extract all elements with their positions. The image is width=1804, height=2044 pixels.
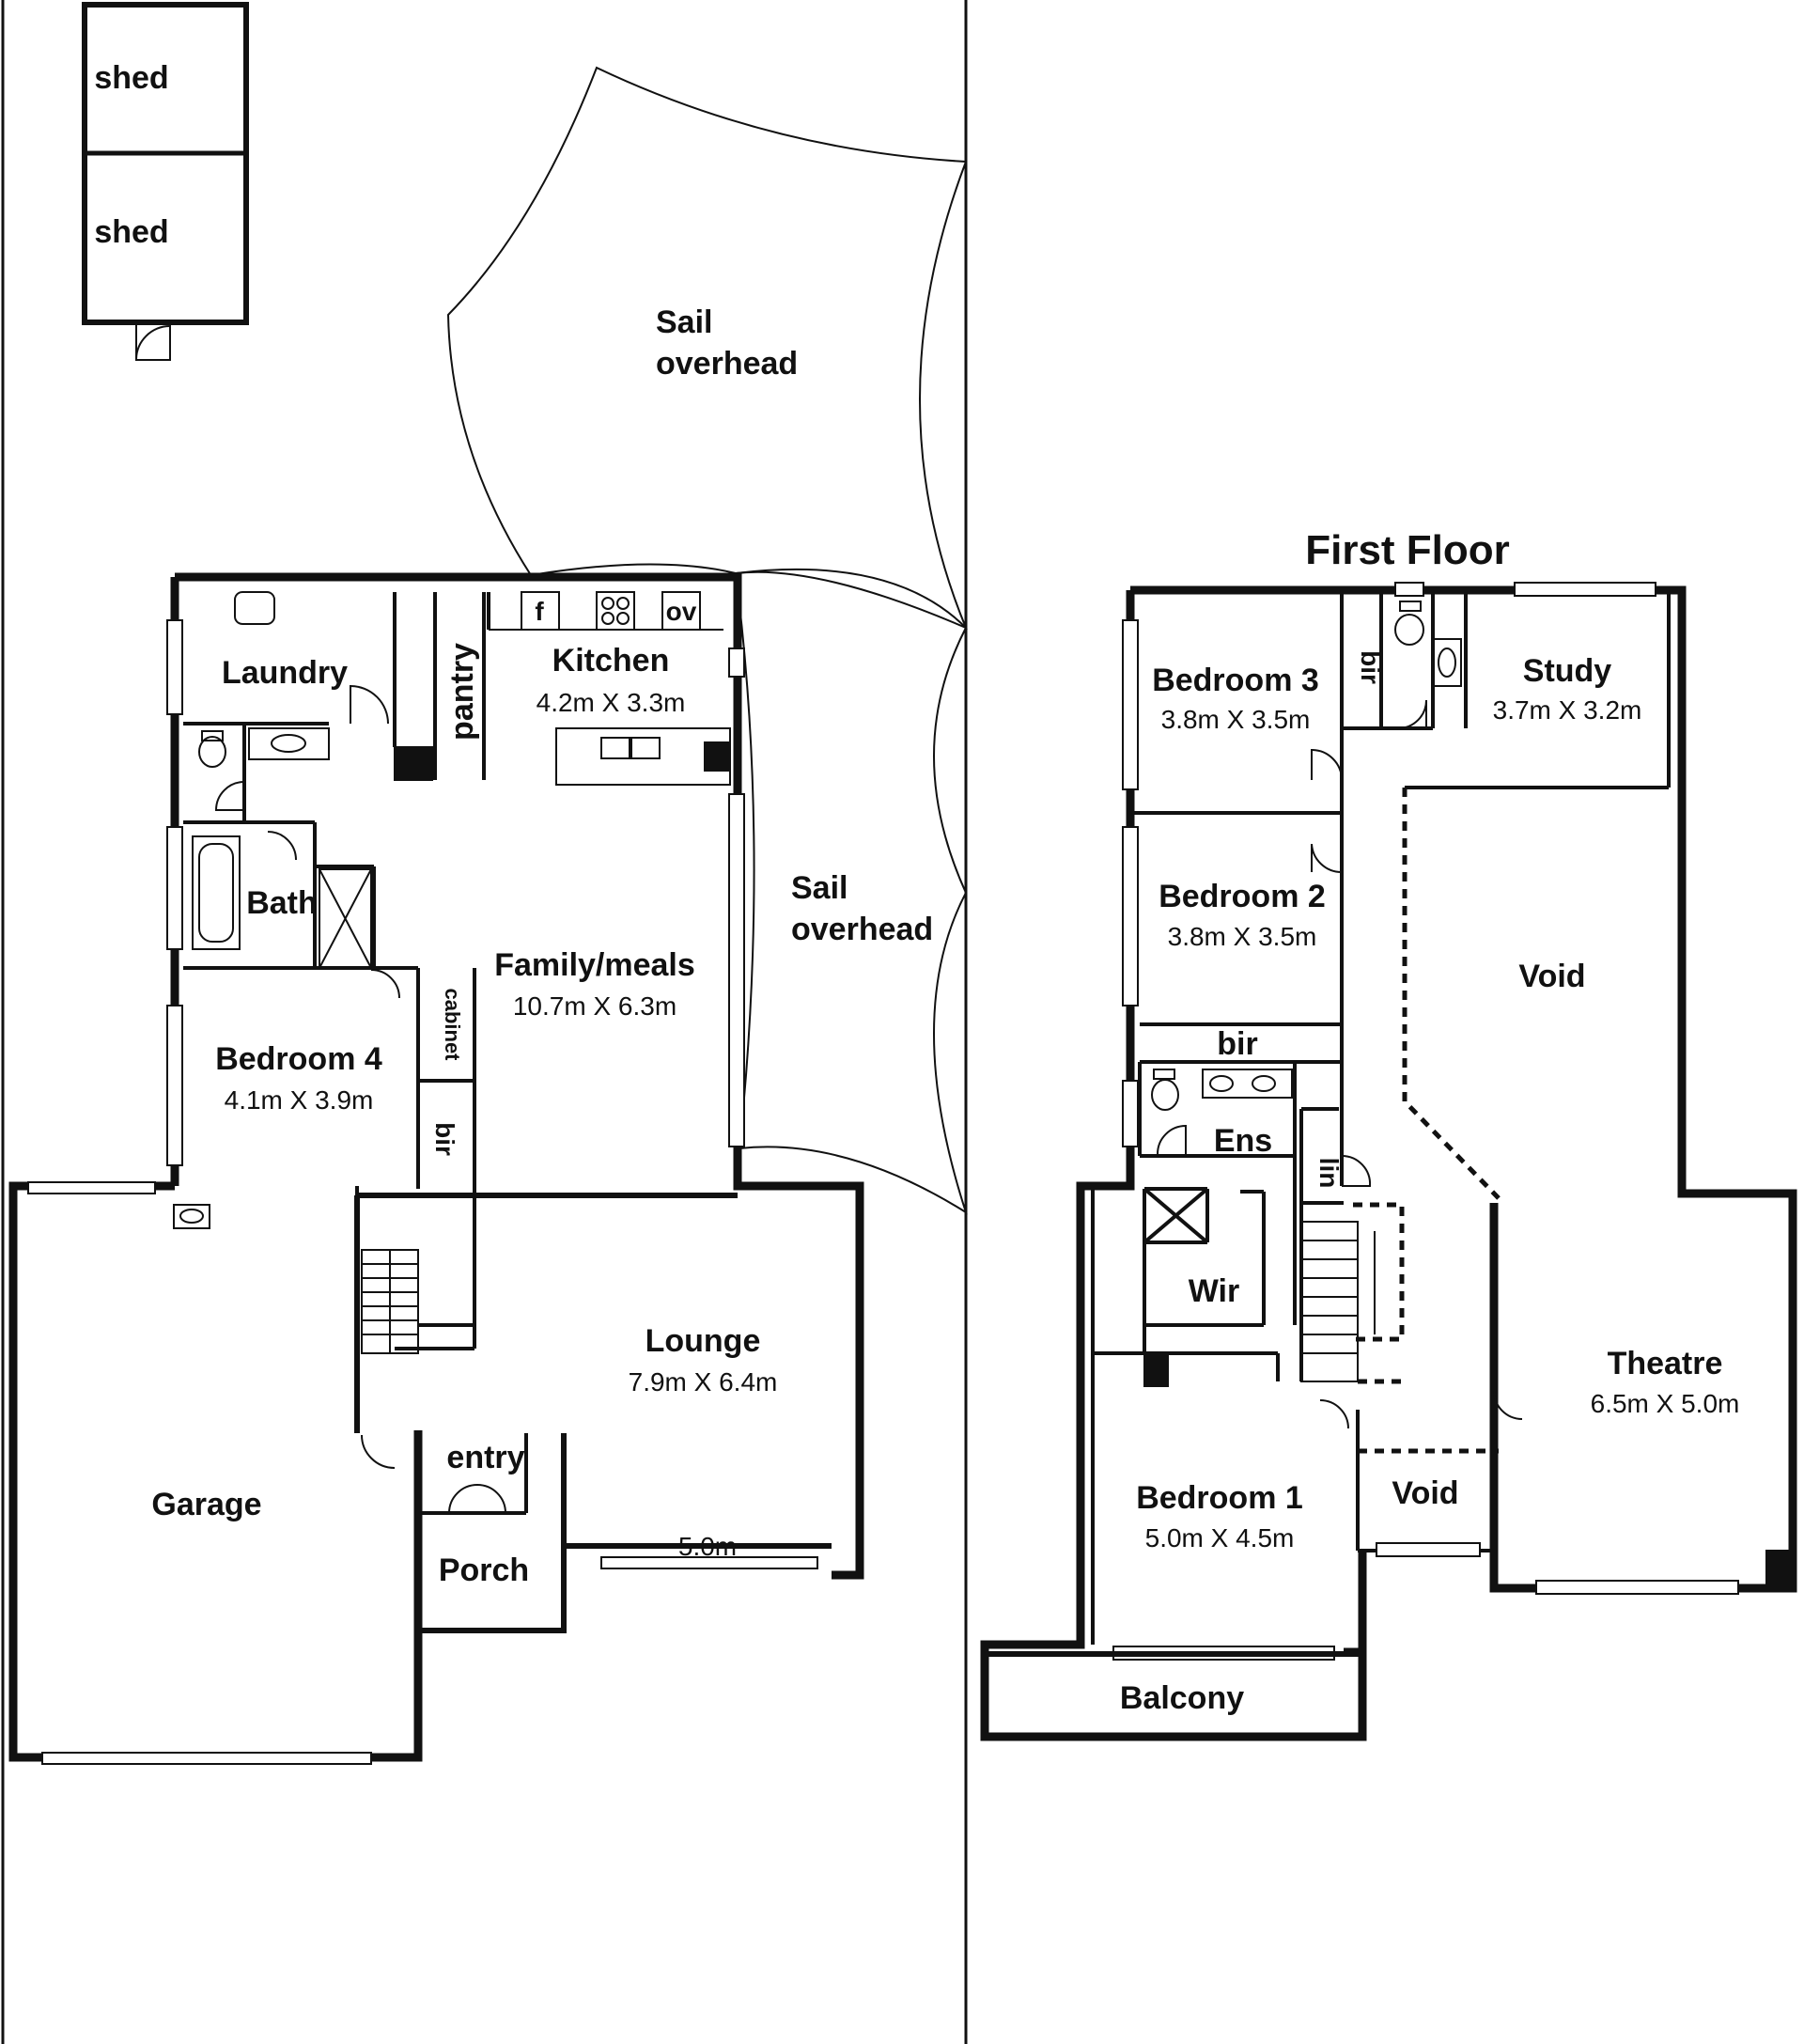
- bir-label: bir: [430, 1122, 459, 1156]
- cabinet-label: cabinet: [441, 988, 464, 1061]
- study-label: Study: [1523, 653, 1612, 689]
- bir-label: bir: [1217, 1026, 1257, 1062]
- first-floor-windows: [1112, 582, 1739, 1661]
- bedroom3-label: Bedroom 3: [1152, 663, 1319, 698]
- shed-block: [82, 2, 249, 361]
- first-floor-stairs: [1300, 1221, 1376, 1382]
- lounge-label: Lounge: [645, 1323, 761, 1359]
- bedroom2-label: Bedroom 2: [1159, 879, 1326, 914]
- garage-label: Garage: [151, 1487, 261, 1522]
- sail-overhead-outline-right: [734, 568, 968, 1215]
- shed-label-1: shed: [94, 60, 168, 96]
- lounge-size: 7.9m X 6.4m: [629, 1367, 778, 1396]
- oven-label: ov: [666, 597, 697, 626]
- void-lower-label: Void: [1392, 1475, 1458, 1511]
- property-boundary: [1, 0, 968, 2044]
- void-dashed-lines: [1353, 788, 1501, 1454]
- bedroom2-size: 3.8m X 3.5m: [1168, 922, 1317, 951]
- sail-overhead-label-1: Sail: [656, 304, 712, 340]
- first-floor-doors: [1157, 699, 1523, 1429]
- shed-label-2: shed: [94, 214, 168, 250]
- first-floor-title: First Floor: [1305, 527, 1510, 573]
- study-size: 3.7m X 3.2m: [1493, 695, 1642, 725]
- fridge-label: f: [535, 597, 544, 626]
- ground-floor: shed shed Sail overhead Sail overhead La…: [8, 2, 968, 1765]
- bedroom3-size: 3.8m X 3.5m: [1161, 705, 1311, 734]
- bir-label-vertical: bir: [1356, 650, 1385, 684]
- ground-windows: [27, 619, 818, 1765]
- theatre-size: 6.5m X 5.0m: [1591, 1389, 1740, 1418]
- wir-label: Wir: [1189, 1273, 1239, 1309]
- ground-stairs: [361, 1249, 419, 1354]
- kitchen-fixtures: [173, 591, 731, 1229]
- balcony-outline: [982, 1651, 1365, 1740]
- kitchen-label: Kitchen: [552, 643, 670, 679]
- ground-doors: [214, 684, 506, 1514]
- sail-overhead-label-1b: overhead: [656, 346, 798, 382]
- sail-overhead-label-2b: overhead: [791, 912, 933, 947]
- window-width-label: 5.0m: [678, 1532, 737, 1561]
- first-floor: First Floor: [980, 527, 1797, 1741]
- bath-label: Bath: [246, 885, 318, 921]
- bedroom1-size: 5.0m X 4.5m: [1145, 1523, 1295, 1553]
- first-floor-fixtures: [1143, 601, 1791, 1584]
- balcony-label: Balcony: [1120, 1680, 1244, 1716]
- bedroom4-size: 4.1m X 3.9m: [225, 1085, 374, 1115]
- bedroom1-label: Bedroom 1: [1136, 1480, 1303, 1516]
- void-upper-label: Void: [1518, 959, 1585, 994]
- ens-label: Ens: [1214, 1123, 1272, 1159]
- porch-label: Porch: [439, 1553, 529, 1588]
- bedroom4-label: Bedroom 4: [215, 1041, 382, 1077]
- sail-overhead-outline: [446, 66, 968, 630]
- pantry-label: pantry: [444, 643, 480, 741]
- interior-walls: [173, 592, 528, 1515]
- theatre-label: Theatre: [1608, 1346, 1723, 1381]
- kitchen-size: 4.2m X 3.3m: [537, 688, 686, 717]
- family-meals-label: Family/meals: [494, 947, 695, 983]
- lin-label: lin: [1314, 1158, 1344, 1189]
- family-meals-size: 10.7m X 6.3m: [513, 991, 676, 1021]
- sail-overhead-label-2: Sail: [791, 870, 848, 906]
- laundry-label: Laundry: [222, 655, 348, 691]
- first-floor-exterior-wall: [980, 585, 1797, 1741]
- entry-label: entry: [446, 1440, 524, 1475]
